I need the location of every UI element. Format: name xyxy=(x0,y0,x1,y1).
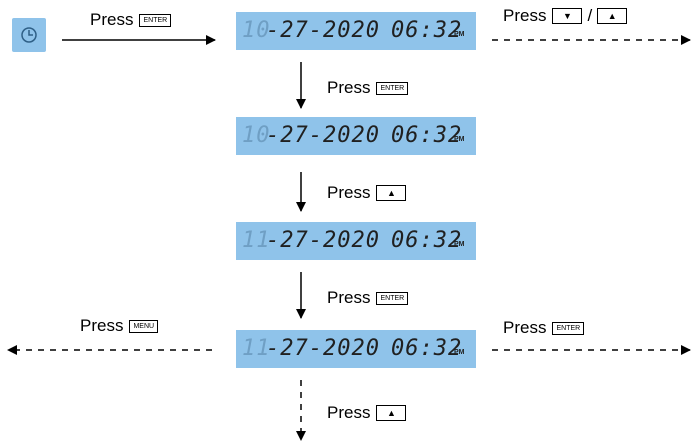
time-digits: 06:32 xyxy=(391,228,463,253)
label-press-enter-1: Press ENTER xyxy=(90,10,172,30)
label-press-enter-3: Press ENTER xyxy=(327,288,409,308)
ampm-indicator: PM xyxy=(454,136,465,143)
label-press-down-up: Press ▼ / ▲ xyxy=(503,6,628,26)
date-digits: -27-2020 xyxy=(266,18,380,43)
lcd-display-3: 11 -27-2020 06:32 PM xyxy=(236,222,476,260)
time-digits: 06:32 xyxy=(391,123,463,148)
enter-key: ENTER xyxy=(552,321,585,335)
time-digits: 06:32 xyxy=(391,18,463,43)
label-press-enter-4: Press ENTER xyxy=(503,318,585,338)
month-digits: 11 xyxy=(242,336,271,361)
label-press-up-1: Press ▲ xyxy=(327,183,407,203)
label-press-enter-2: Press ENTER xyxy=(327,78,409,98)
date-digits: -27-2020 xyxy=(266,123,380,148)
ampm-indicator: PM xyxy=(454,241,465,248)
up-key: ▲ xyxy=(376,405,407,421)
enter-key: ENTER xyxy=(376,291,409,305)
label-press-menu: Press MENU xyxy=(80,316,159,336)
month-digits: 10 xyxy=(242,18,271,43)
ampm-indicator: PM xyxy=(454,349,465,356)
date-digits: -27-2020 xyxy=(266,336,380,361)
lcd-display-1: 10 -27-2020 06:32 PM xyxy=(236,12,476,50)
up-key: ▲ xyxy=(597,8,628,24)
date-digits: -27-2020 xyxy=(266,228,380,253)
enter-key: ENTER xyxy=(139,13,172,27)
lcd-display-4: 11 -27-2020 06:32 PM xyxy=(236,330,476,368)
lcd-display-2: 10 -27-2020 06:32 PM xyxy=(236,117,476,155)
time-digits: 06:32 xyxy=(391,336,463,361)
label-press-up-2: Press ▲ xyxy=(327,403,407,423)
month-digits: 10 xyxy=(242,123,271,148)
ampm-indicator: PM xyxy=(454,31,465,38)
menu-key: MENU xyxy=(129,319,159,333)
up-key: ▲ xyxy=(376,185,407,201)
enter-key: ENTER xyxy=(376,81,409,95)
clock-icon xyxy=(21,27,37,43)
month-digits: 11 xyxy=(242,228,271,253)
down-key: ▼ xyxy=(552,8,583,24)
